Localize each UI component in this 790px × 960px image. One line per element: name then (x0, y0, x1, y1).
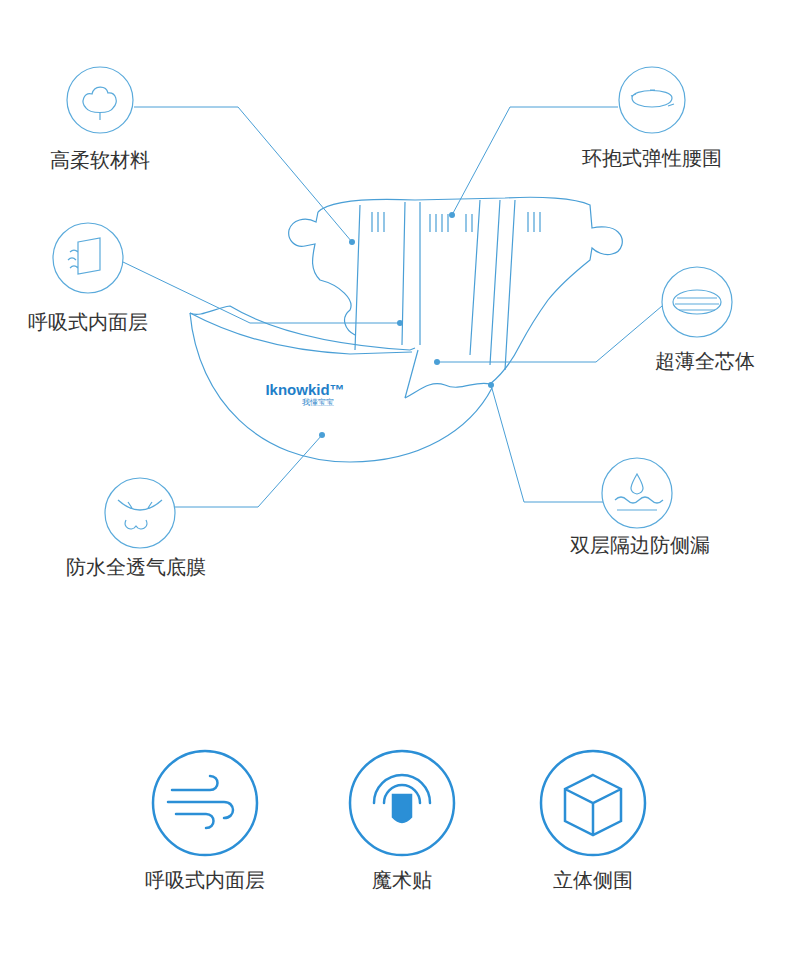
feature-label: 呼吸式内面层 (28, 310, 148, 334)
feature-label: 超薄全芯体 (655, 349, 755, 373)
feature-label: 高柔软材料 (50, 148, 150, 172)
feature-label: 呼吸式内面层 (145, 868, 265, 892)
feature-label: 环抱式弹性腰围 (582, 146, 722, 170)
feature-label: 魔术贴 (372, 868, 432, 892)
feature-label: 立体侧围 (553, 868, 633, 892)
brand-logo: Iknowkid™ (265, 381, 344, 399)
feature-label: 双层隔边防侧漏 (570, 533, 710, 557)
brand-subtitle: 我懂宝宝 (302, 398, 334, 408)
feature-label: 防水全透气底膜 (66, 555, 206, 579)
